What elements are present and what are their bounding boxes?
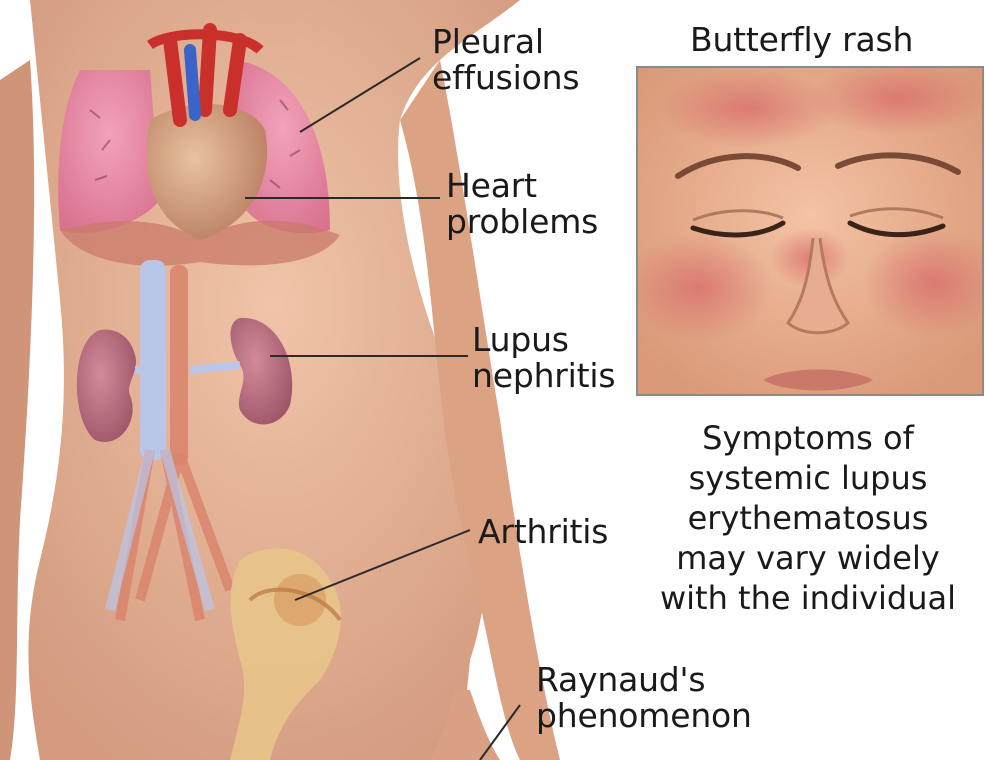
caption-text: Symptoms of systemic lupus erythematosus…	[636, 418, 980, 618]
label-heart-problems: Heart problems	[446, 168, 598, 240]
vena-cava	[140, 260, 166, 460]
aorta	[170, 265, 188, 465]
face-illustration	[638, 68, 982, 394]
label-arthritis: Arthritis	[478, 514, 608, 550]
label-pleural-effusions: Pleural effusions	[432, 24, 579, 96]
label-raynauds-phenomenon: Raynaud's phenomenon	[536, 662, 752, 734]
label-butterfly-rash: Butterfly rash	[690, 22, 913, 58]
label-lupus-nephritis: Lupus nephritis	[472, 322, 615, 394]
face-panel	[636, 66, 984, 396]
kidney-left	[77, 330, 136, 442]
lung-left	[58, 70, 160, 233]
